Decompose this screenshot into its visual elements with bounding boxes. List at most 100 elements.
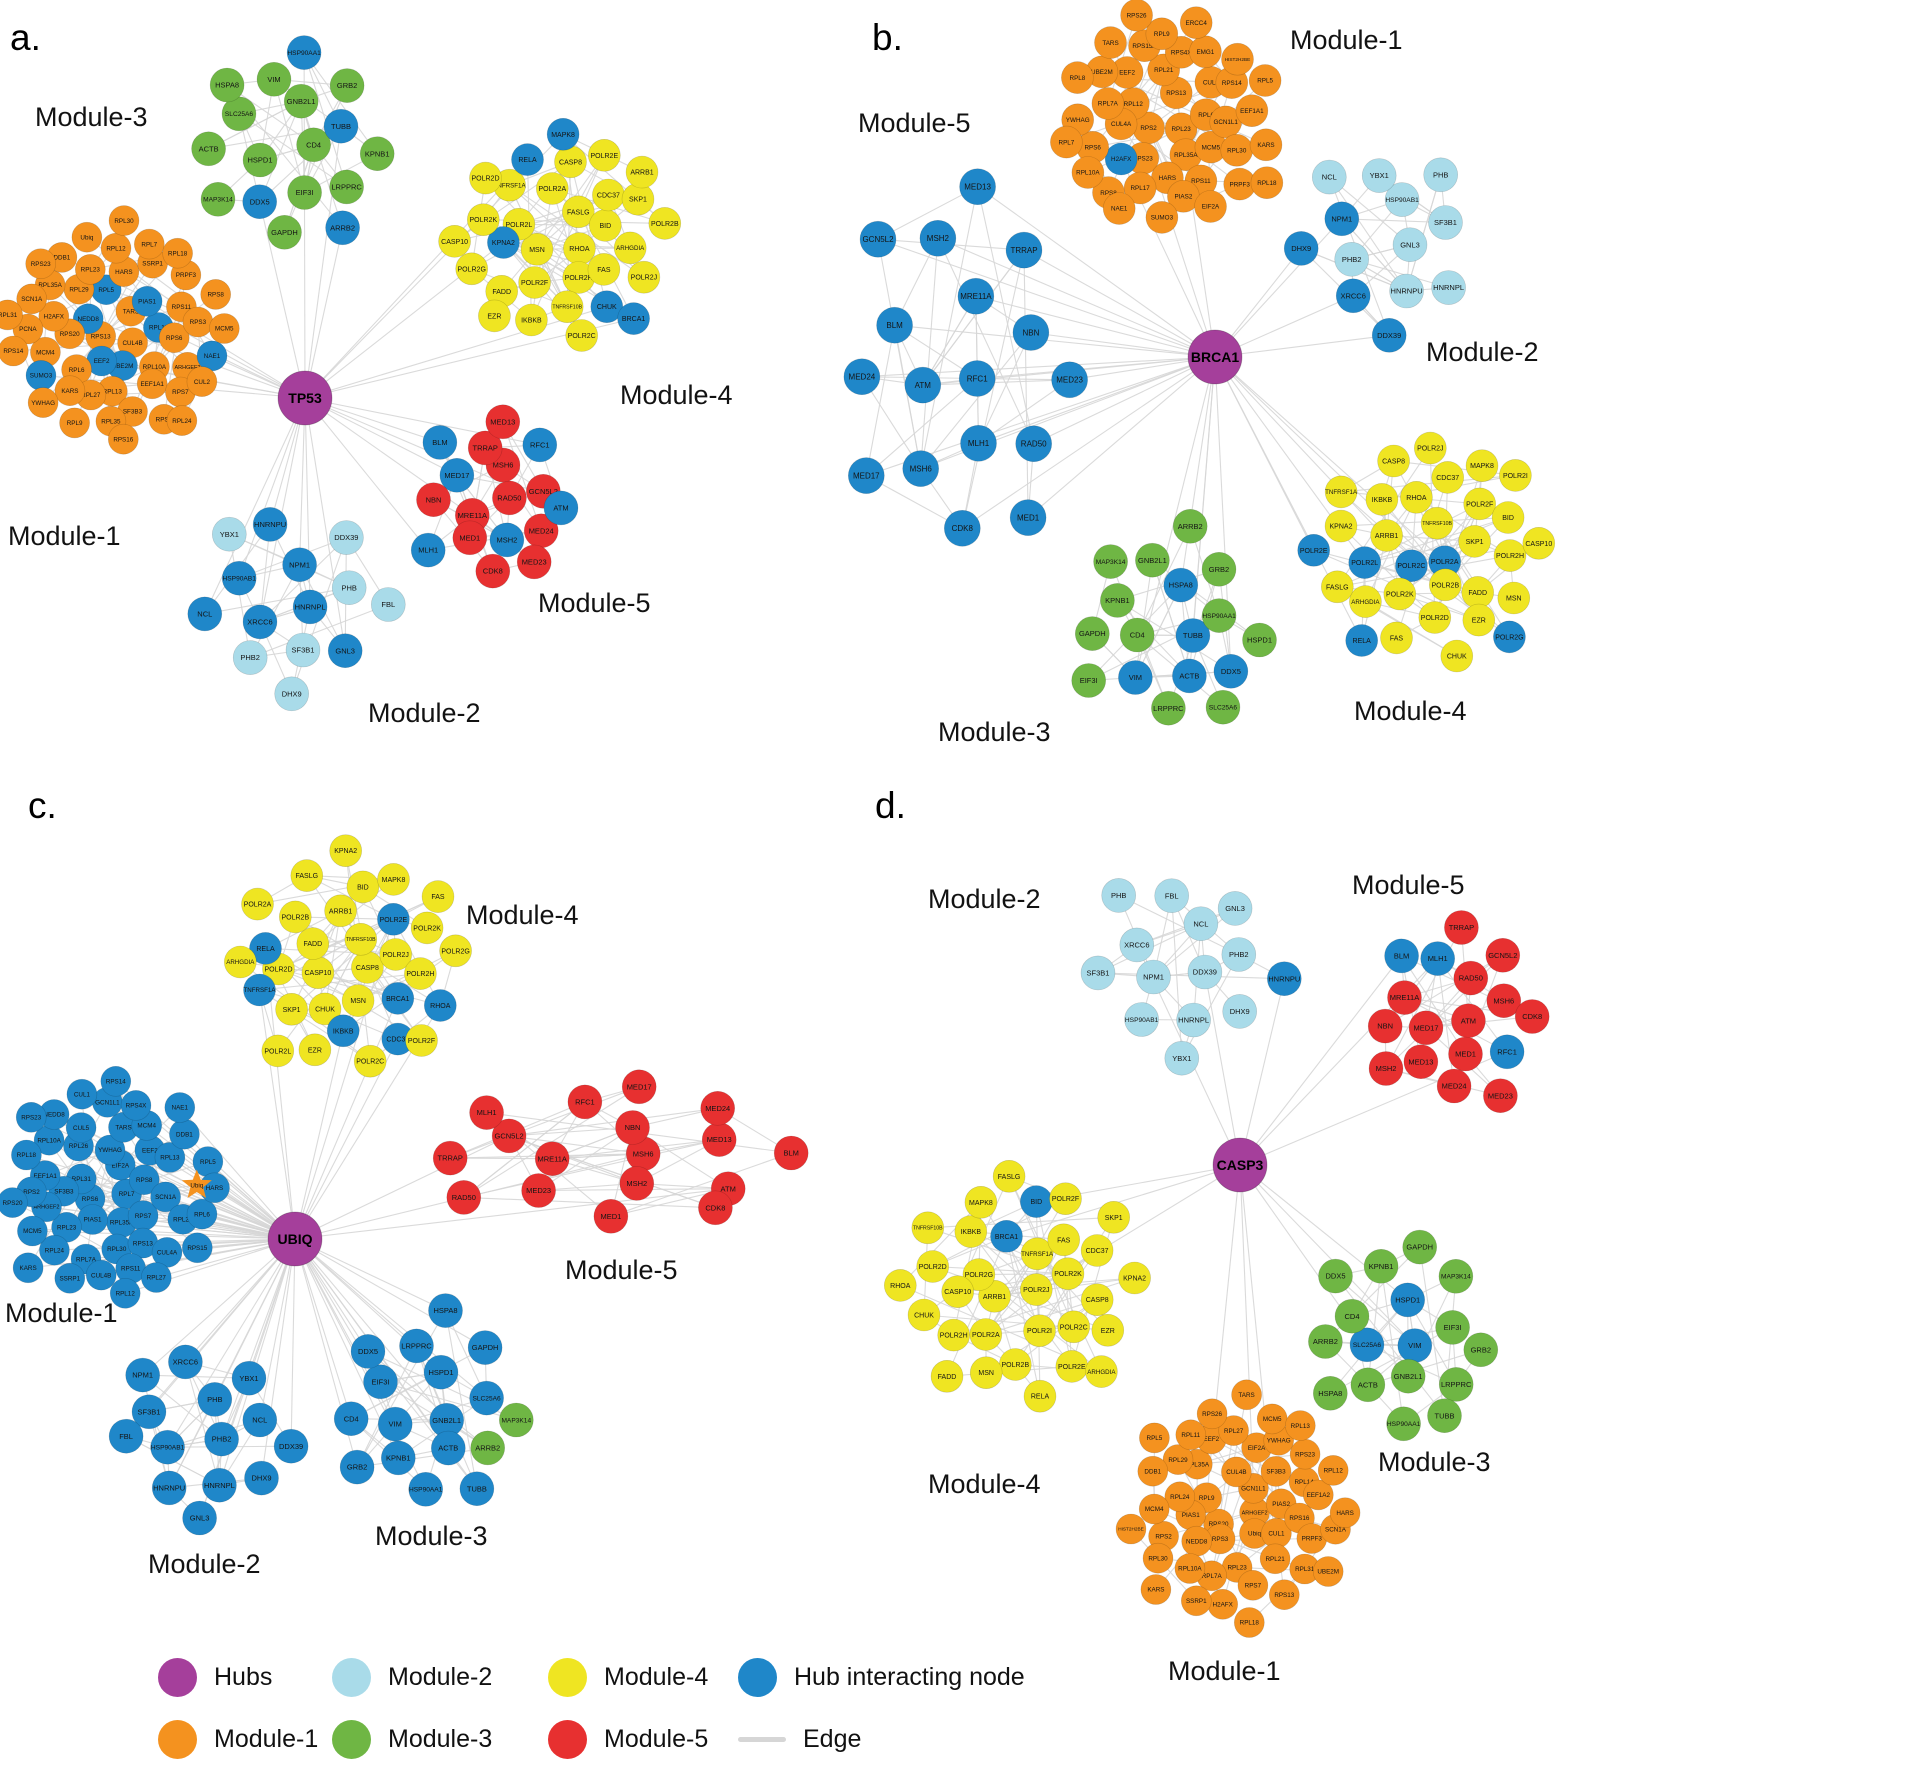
hub-interacting-gene-node: HNRNPU: [152, 1471, 186, 1505]
gene-label: RPL17: [1130, 185, 1150, 192]
gene-label: RPL12: [1324, 1468, 1344, 1475]
gene-node: BID: [347, 871, 379, 903]
gene-label: TNFRSF1A: [244, 987, 277, 994]
gene-label: CDK8: [952, 524, 974, 533]
gene-label: MED17: [1413, 1023, 1438, 1032]
gene-label: NPM1: [132, 1371, 153, 1380]
gene-label: BLM: [1394, 952, 1409, 961]
gene-label: GNL3: [1400, 240, 1420, 249]
gene-label: POLR2L: [264, 1048, 291, 1055]
gene-label: NAE1: [204, 353, 221, 360]
gene-node: POLR2D: [917, 1251, 949, 1283]
gene-label: ARHGEF2: [1242, 1510, 1268, 1516]
gene-label: PHB: [1111, 891, 1126, 900]
gene-label: PHB2: [212, 1435, 232, 1444]
module-label: Module-1: [5, 1298, 118, 1328]
gene-node: PHB2: [1222, 938, 1256, 972]
hub-interacting-gene-node: IKBKB: [327, 1015, 359, 1047]
gene-node: POLR2I: [1024, 1315, 1056, 1347]
gene-label: GAPDH: [1079, 629, 1106, 638]
gene-label: RPL7A: [1202, 1573, 1223, 1580]
gene-node: GRB2: [1464, 1333, 1498, 1367]
gene-node: CASP10: [302, 957, 334, 989]
gene-node: CASP10: [1523, 527, 1555, 559]
hub-interacting-gene-node: RPL27: [141, 1263, 171, 1293]
hub-interacting-gene-node: RFC1: [959, 361, 995, 397]
hub-interacting-gene-node: PHB2: [205, 1422, 239, 1456]
gene-node: POLR2B: [649, 207, 681, 239]
gene-label: MRE11A: [537, 1154, 566, 1163]
gene-node: MAPK8: [965, 1186, 997, 1218]
gene-label: POLR2H: [406, 971, 434, 978]
gene-label: POLR2A: [244, 902, 272, 909]
module-cluster: RFC1ATMMRE11AMLH1BLMNBNMSH6MSH2RAD50MED2…: [844, 169, 1088, 547]
gene-node: HIST2H2BE: [1116, 1514, 1146, 1544]
gene-node: GNL3: [1393, 228, 1427, 262]
gene-label: FASLG: [1326, 584, 1349, 591]
gene-node: CUL2: [187, 367, 217, 397]
gene-label: ARRB1: [329, 908, 352, 915]
gene-node: POLR2J: [628, 261, 660, 293]
gene-label: BRCA1: [622, 316, 645, 323]
gene-node: CDK8: [698, 1191, 732, 1225]
hub-interacting-gene-node: HNRNPL: [202, 1468, 236, 1502]
gene-node: HNRNPL: [1177, 1003, 1211, 1037]
gene-label: ARHGDIA: [1351, 599, 1380, 606]
gene-node: ARRB1: [1371, 520, 1403, 552]
gene-label: KARS: [20, 1265, 37, 1272]
gene-label: LRPPRC: [1441, 1380, 1472, 1389]
gene-node: ARHGDIA: [224, 946, 256, 978]
gene-node: LRPPRC: [1151, 691, 1185, 725]
gene-label: ARRB1: [1375, 533, 1398, 540]
gene-label: RPL21: [1154, 67, 1174, 74]
gene-label: NCL: [197, 610, 212, 619]
hub-interacting-gene-node: HSPD1: [424, 1355, 458, 1389]
gene-node: MSH2: [1369, 1052, 1403, 1086]
gene-label: ACTB: [1179, 672, 1199, 681]
hub-interacting-gene-node: KPNB1: [381, 1441, 415, 1475]
gene-label: RPL11: [1181, 1432, 1200, 1439]
gene-node: POLR2C: [354, 1045, 386, 1077]
hub-interacting-gene-node: POLR2C: [1395, 550, 1427, 582]
gene-label: FASLG: [567, 209, 590, 216]
hub-interacting-gene-node: DHX9: [245, 1461, 279, 1495]
gene-label: RPL31: [1295, 1566, 1315, 1573]
gene-label: SCN1A: [21, 296, 43, 303]
gene-node: EEF1A1: [1236, 95, 1268, 127]
gene-label: RPS3: [190, 319, 207, 326]
gene-node: MED24: [1437, 1069, 1471, 1103]
gene-label: KARS: [61, 388, 78, 395]
gene-label: RPS23: [21, 1115, 41, 1122]
gene-label: POLR2A: [538, 186, 566, 193]
module-cluster: POLR2APOLR2CTNFRSF10BPOLR2BARRB1SKP1POLR…: [1298, 432, 1555, 672]
gene-node: NCL: [1184, 907, 1218, 941]
gene-label: VIM: [267, 75, 280, 84]
hub-interacting-gene-node: MED24: [844, 359, 880, 395]
gene-label: CASP10: [1525, 541, 1552, 548]
gene-label: MED13: [964, 183, 991, 192]
gene-label: MSH6: [633, 1149, 654, 1158]
gene-label: TNFRSF1A: [1325, 489, 1358, 496]
hub-interacting-gene-node: DHX9: [1284, 231, 1318, 265]
gene-label: RPS20: [60, 331, 80, 338]
gene-label: POLR2K: [1386, 591, 1414, 598]
gene-label: MSH6: [1493, 996, 1514, 1005]
gene-label: POLR2L: [1351, 560, 1378, 567]
gene-label: POLR2B: [1001, 1362, 1029, 1369]
gene-node: RPS7: [1238, 1570, 1268, 1600]
gene-node: TARS: [1232, 1380, 1262, 1410]
gene-label: GNL3: [335, 646, 355, 655]
gene-label: HNRNPU: [254, 520, 286, 529]
gene-label: ARRB2: [330, 223, 355, 232]
gene-node: ARRB1: [626, 156, 658, 188]
gene-label: YWHAG: [98, 1147, 122, 1154]
gene-label: ATM: [915, 381, 932, 390]
hub-interacting-gene-node: HNRNPU: [253, 507, 287, 541]
gene-label: POLR2H: [1496, 553, 1524, 560]
hub-interacting-gene-node: CDK8: [944, 510, 980, 546]
gene-node: ACTB: [192, 132, 226, 166]
gene-label: ATM: [1461, 1016, 1476, 1025]
module-label: Module-5: [1352, 870, 1465, 900]
gene-label: RAD50: [1021, 440, 1047, 449]
